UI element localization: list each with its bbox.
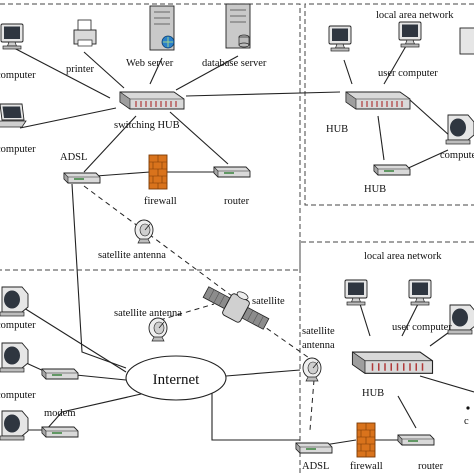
- satellite-antenna-right-label-line2: antenna: [302, 340, 335, 351]
- satellite-icon: [202, 286, 270, 330]
- firewall-bottom-icon: [356, 422, 376, 458]
- database-server-icon: [225, 3, 251, 49]
- radio-dish-satellite: [159, 303, 215, 321]
- lan-bottom-pc2-icon: [408, 279, 432, 306]
- link-computer-top1-hub: [13, 47, 111, 99]
- router-top-label: router: [224, 196, 250, 207]
- modem-left2-icon: [41, 368, 79, 380]
- link-computer-top2-hub: [19, 107, 117, 129]
- link-left-pc3: [24, 391, 151, 431]
- link-lanhub-bottom-pc2: [401, 303, 419, 337]
- web-server-icon: [149, 5, 175, 51]
- computer-top2-label: computer: [0, 144, 36, 155]
- lan-top-pc4-icon: [445, 114, 474, 145]
- link-hub-adsl: [83, 115, 137, 173]
- satellite-antenna-right-label-line1: satellite: [302, 326, 335, 337]
- satellite-antenna-top-label: satellite antenna: [98, 250, 166, 261]
- internet-label: Internet: [153, 372, 200, 388]
- web-server-label: Web server: [126, 58, 174, 69]
- edge-dot: [466, 406, 470, 410]
- link-router-hub: [169, 111, 229, 165]
- user-computer-top-label: user computer: [378, 68, 438, 79]
- link-printer-hub: [83, 51, 125, 89]
- printer-label: printer: [66, 64, 94, 75]
- link-hub-lanhub: [185, 91, 341, 97]
- link-smallhub-pc: [403, 149, 449, 171]
- modem-icon: [41, 426, 79, 438]
- switching-hub-icon: [119, 91, 185, 110]
- lan-top-label: local area network: [376, 10, 454, 21]
- link-left-pc1: [23, 307, 127, 373]
- edge-c-label: c: [464, 416, 469, 427]
- link-adsl-internet: [71, 183, 127, 369]
- lan-bottom-boundary: [299, 241, 474, 474]
- switching-hub-label: switching HUB: [114, 120, 180, 131]
- link-lanhub-bottom-pc1: [359, 303, 371, 337]
- modem-label: modem: [44, 408, 76, 419]
- lan-bottom-pc1-icon: [344, 279, 368, 306]
- computer-left3-icon: [0, 410, 29, 441]
- computer-left1-icon: [0, 286, 29, 317]
- satellite-antenna-top-icon: [134, 219, 154, 244]
- computer-left2-icon: [0, 342, 29, 373]
- hub-bottom-icon: [351, 351, 434, 374]
- link-lanhub-bottom-edge: [419, 375, 474, 393]
- link-router-lanhub-bottom: [397, 395, 417, 429]
- printer-icon: [73, 19, 97, 47]
- link-internet-dish: [225, 369, 301, 377]
- lan-top-pc1-icon: [328, 25, 352, 52]
- satellite-antenna-mid-icon: [148, 317, 168, 342]
- satellite-label: satellite: [252, 296, 285, 307]
- firewall-bottom-label: firewall: [350, 461, 383, 472]
- computer-left2-label: computer: [0, 390, 36, 401]
- link-lanhub-pc1: [343, 59, 353, 85]
- lan-bottom-pc3-icon: [447, 304, 474, 335]
- lan-top-boundary: [304, 3, 474, 206]
- link-adsl-firewall: [95, 171, 151, 177]
- link-dbserver-hub: [175, 55, 239, 91]
- link-internet-router: [211, 384, 300, 441]
- hub-top-small-icon: [373, 164, 411, 176]
- computer-right-label: computer: [440, 150, 474, 161]
- hub-top-label: HUB: [326, 124, 348, 135]
- satellite-antenna-mid-label: satellite antenna: [114, 308, 182, 319]
- internet-cloud: [125, 355, 227, 401]
- adsl-bottom-icon: [295, 442, 333, 454]
- lan-top-pc3-icon: [459, 27, 474, 55]
- radio-adsl-satellite: [83, 185, 233, 297]
- link-lanhub-smallhub: [377, 115, 385, 161]
- link-webserver-hub: [149, 57, 163, 85]
- satellite-antenna-right-icon: [302, 357, 322, 382]
- computer-left1-label: computer: [0, 320, 36, 331]
- adsl-top-icon: [63, 172, 101, 184]
- computer-top1-label: computer: [0, 70, 36, 81]
- hub-top-small-label: HUB: [364, 184, 386, 195]
- hub-top-icon: [345, 91, 411, 110]
- router-bottom-label: router: [418, 461, 444, 472]
- computer-top1-icon: [0, 23, 24, 50]
- firewall-top-label: firewall: [144, 196, 177, 207]
- radio-dish-right-adsl: [309, 379, 315, 431]
- firewall-top-icon: [148, 154, 168, 190]
- hub-bottom-label: HUB: [362, 388, 384, 399]
- lan-top-pc2-icon: [398, 21, 422, 48]
- user-computer-bottom-label: user computer: [392, 322, 452, 333]
- link-lanhub-pc3: [409, 99, 451, 137]
- adsl-top-label: ADSL: [60, 152, 87, 163]
- link-lanhub-pc2: [383, 45, 407, 85]
- server-zone-boundary: [0, 3, 301, 271]
- router-top-icon: [213, 166, 251, 178]
- computer-top2-icon: [0, 103, 27, 128]
- database-server-label: database server: [202, 58, 267, 69]
- adsl-bottom-label: ADSL: [302, 461, 329, 472]
- lan-bottom-label: local area network: [364, 251, 442, 262]
- router-bottom-icon: [397, 434, 435, 446]
